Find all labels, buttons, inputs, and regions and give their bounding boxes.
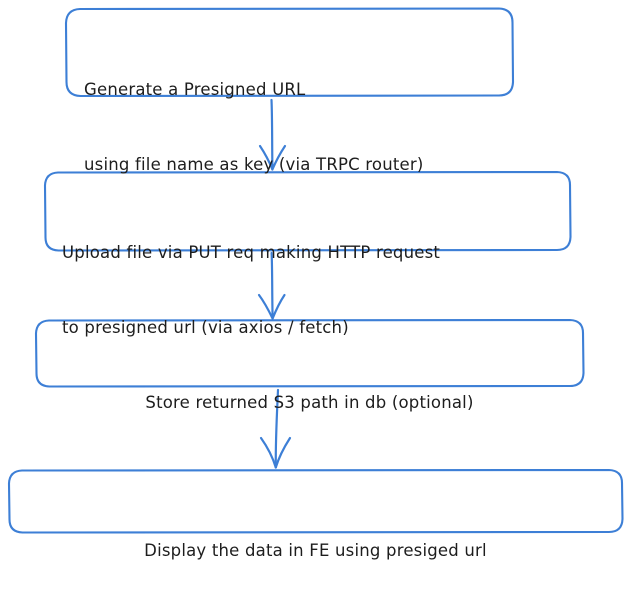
arrow-node2-to-node3 bbox=[257, 251, 286, 320]
arrow-node1-to-node2 bbox=[258, 98, 287, 171]
display-data-fe-box[interactable] bbox=[7, 468, 624, 534]
flowchart-canvas: Generate a Presigned URL using file name… bbox=[7, 7, 624, 560]
upload-file-put-box[interactable] bbox=[43, 170, 572, 252]
node4-line1: Display the data in FE using presiged ur… bbox=[144, 541, 487, 560]
store-s3-path-box[interactable] bbox=[34, 318, 585, 388]
generate-presigned-url-box[interactable] bbox=[64, 7, 515, 98]
flowchart-svg bbox=[7, 7, 624, 534]
arrow-node3-to-node4 bbox=[259, 388, 292, 469]
